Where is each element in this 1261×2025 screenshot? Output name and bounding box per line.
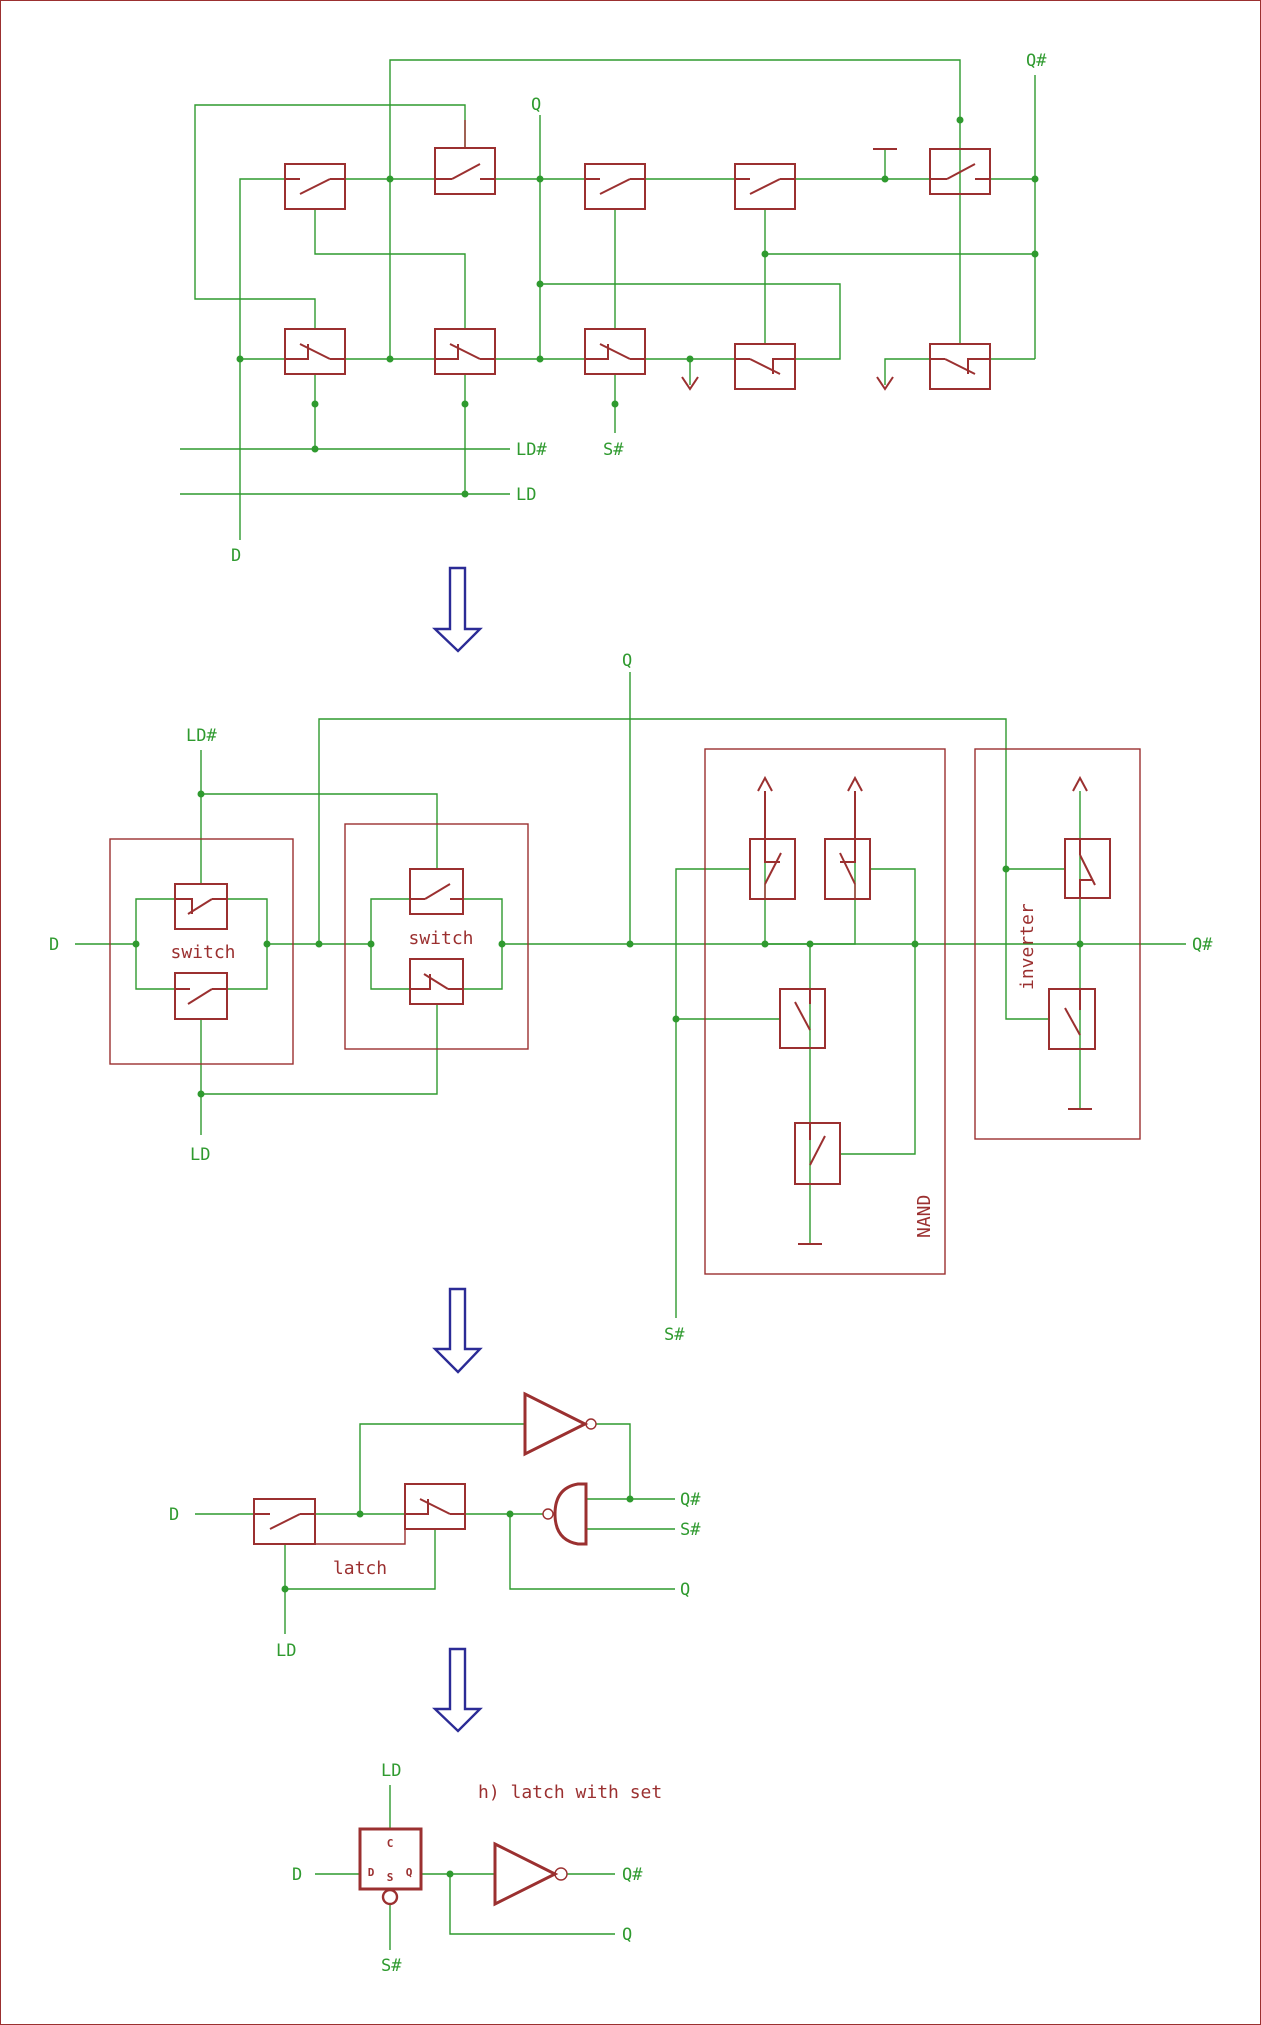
pmos-switch (929, 343, 991, 390)
nmos-switch (284, 163, 346, 210)
down-arrow-icon (432, 1647, 483, 1733)
nand-block-label: NAND (914, 1195, 935, 1238)
switch-block-1: switch (109, 838, 294, 1065)
nmos-switch (434, 120, 496, 195)
pmos-switch (584, 328, 646, 375)
stage1-wires (180, 59, 1036, 540)
pmos-switch (284, 328, 346, 375)
stage3-wires (195, 1423, 675, 1634)
stage2-block-schematic: switch switch NAND (49, 651, 1213, 1345)
stage4-symbol-schematic: h) latch with set C D S Q LD D S# Q# Q (292, 1761, 662, 1976)
stage1-transistor-schematic: Q Q# LD# S# LD D (180, 51, 1047, 566)
label-ld: LD (276, 1641, 296, 1661)
label-ld: LD (381, 1761, 401, 1781)
diagram-title: h) latch with set (478, 1782, 662, 1803)
stage3-junctions (281, 1495, 634, 1593)
label-s-bar: S# (664, 1325, 685, 1345)
nmos-switch (929, 148, 991, 195)
vdd-arrow-icon (757, 775, 773, 792)
stage2-wires (75, 672, 1186, 1318)
nmos-switch (734, 163, 796, 210)
label-q: Q (622, 651, 632, 671)
latch-label: latch (333, 1558, 387, 1579)
label-q-bar: Q# (622, 1865, 643, 1885)
label-q: Q (531, 95, 541, 115)
ground-arrow-icon (681, 376, 699, 391)
pmos-switch (734, 343, 796, 390)
label-s-bar: S# (603, 440, 624, 460)
label-q-bar: Q# (1192, 935, 1213, 955)
nmos-switch (584, 163, 646, 210)
label-d: D (231, 546, 241, 566)
label-ld: LD (516, 485, 536, 505)
label-d: D (169, 1505, 179, 1525)
set-inversion-bubble-icon (381, 1888, 399, 1906)
inverter-gate (523, 1391, 597, 1457)
switch-block-2: switch (344, 823, 529, 1050)
label-q-bar: Q# (680, 1490, 701, 1510)
label-q: Q (680, 1580, 690, 1600)
inverter-block-label: inverter (1017, 903, 1038, 990)
pin-output-label: Q (406, 1866, 413, 1879)
down-arrow-icon (432, 566, 483, 653)
switch-block-label: switch (170, 942, 235, 963)
label-ld: LD (190, 1145, 210, 1165)
stage3-gate-schematic: latch D LD Q# S# Q (169, 1391, 701, 1661)
vdd-arrow-icon (1072, 775, 1088, 792)
ground-arrow-icon (876, 376, 894, 391)
pmos-switch (434, 328, 496, 375)
switch-block-label: switch (408, 928, 473, 949)
inverter-gate (493, 1841, 568, 1907)
label-d: D (292, 1865, 302, 1885)
down-arrow-icon (432, 1287, 483, 1374)
inverter-block: inverter (974, 748, 1141, 1140)
pin-set-label: S (387, 1871, 394, 1884)
nand-block: NAND (704, 748, 946, 1275)
nand-gate (542, 1482, 588, 1546)
label-s-bar: S# (680, 1520, 701, 1540)
stage2-junctions (132, 790, 1084, 1098)
stage1-junctions (236, 116, 1039, 498)
label-s-bar: S# (381, 1956, 402, 1976)
pmos-switch (404, 1483, 466, 1530)
label-d: D (49, 935, 59, 955)
pin-clock-label: C (387, 1837, 394, 1850)
stage4-wires (315, 1785, 615, 1950)
label-ld-bar: LD# (186, 726, 217, 746)
vdd-arrow-icon (847, 775, 863, 792)
pin-data-label: D (368, 1866, 375, 1879)
nmos-switch (253, 1498, 316, 1545)
label-q-bar: Q# (1026, 51, 1047, 71)
label-q: Q (622, 1925, 632, 1945)
label-ld-bar: LD# (516, 440, 547, 460)
latch-with-set-symbol: C D S Q (358, 1827, 423, 1906)
